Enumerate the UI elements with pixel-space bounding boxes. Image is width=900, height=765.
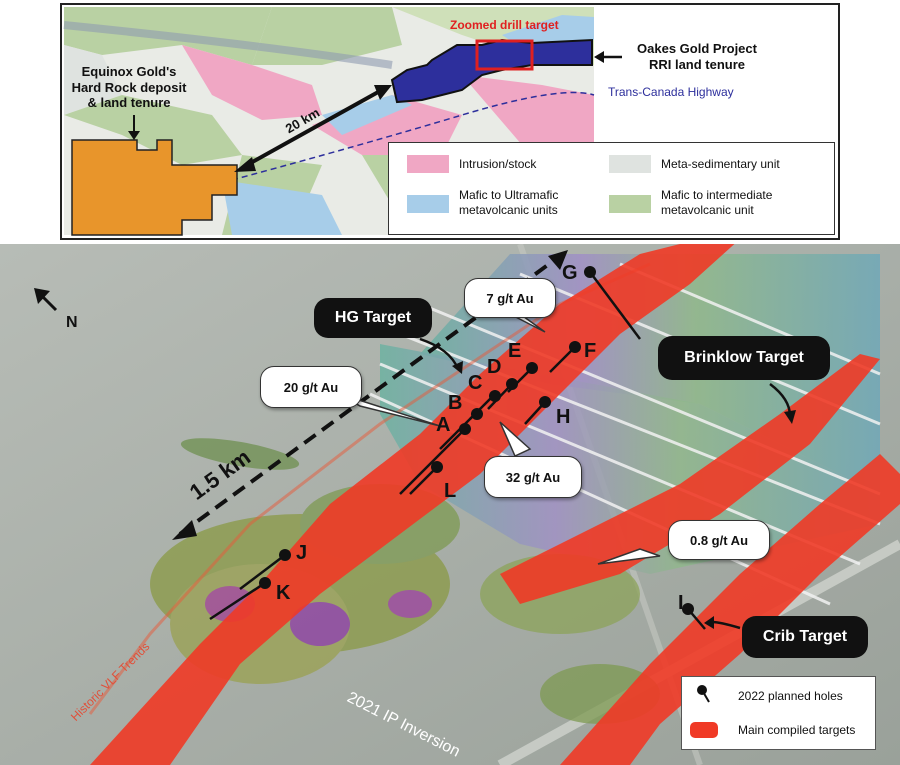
crib-target-callout: Crib Target [742, 616, 868, 658]
distance-arrow [246, 89, 381, 167]
hole-c-marker [489, 390, 501, 402]
drill-target-graphic [0, 244, 900, 765]
hole-label-i: I [678, 592, 684, 614]
mafic-ultramafic-label: Mafic to Ultramafic metavolcanic units [459, 188, 558, 218]
oakes-project-label: Oakes Gold Project RRI land tenure [627, 41, 767, 72]
metasediment-swatch [609, 155, 651, 173]
mafic-ultramafic-swatch [407, 195, 449, 213]
equinox-label: Equinox Gold's Hard Rock deposit & land … [64, 64, 194, 111]
compiled-target-hg [90, 244, 735, 765]
hole-label-c: C [468, 372, 483, 394]
mafic-intermediate-swatch [609, 195, 651, 213]
oakes-land-tenure [390, 38, 593, 104]
mafic-intermediate-label: Mafic to intermediate metavolcanic unit [661, 188, 772, 218]
grade-callout-7: 7 g/t Au [464, 278, 556, 318]
brinklow-target-callout: Brinklow Target [658, 336, 830, 380]
hg-target-callout: HG Target [314, 298, 432, 338]
planned-holes-label: 2022 planned holes [738, 689, 843, 703]
hole-label-h: H [556, 406, 571, 428]
scale-bar [172, 250, 568, 540]
zoom-target-label: Zoomed drill target [450, 18, 559, 32]
mafic-intermediate-line2: metavolcanic unit [661, 203, 754, 217]
hole-label-e: E [508, 340, 522, 362]
hole-a-marker [459, 423, 471, 435]
compiled-target-brinklow [500, 354, 880, 604]
hole-h-marker [539, 396, 551, 408]
hole-b-marker [471, 408, 483, 420]
hole-d-marker [506, 378, 518, 390]
zoom-box [475, 39, 534, 71]
equinox-label-line1: Equinox Gold's [81, 64, 177, 79]
compiled-target-swatch [690, 722, 718, 738]
drill-legend-symbols [690, 685, 718, 738]
oakes-label-line1: Oakes Gold Project [637, 41, 757, 56]
hole-i-marker [682, 603, 694, 615]
equinox-label-line3: & land tenure [87, 95, 171, 111]
hole-label-f: F [584, 340, 597, 362]
hole-label-a: A [436, 414, 451, 436]
intrusion-label: Intrusion/stock [459, 157, 537, 171]
grade-callout-20: 20 g/t Au [260, 366, 362, 408]
hole-e-marker [526, 362, 538, 374]
hole-k-marker [259, 577, 271, 589]
compiled-target-crib [560, 454, 900, 765]
metasediment-label: Meta-sedimentary unit [661, 157, 780, 171]
hole-f-marker [569, 341, 581, 353]
oakes-label-line2: RRI land tenure [648, 56, 746, 72]
north-label: N [66, 314, 78, 331]
intrusion-swatch [407, 155, 449, 173]
equinox-label-line2: Hard Rock deposit [71, 79, 187, 95]
planned-hole-markers [259, 266, 694, 615]
hole-label-k: K [276, 582, 291, 604]
grade-callout-32: 32 g/t Au [484, 456, 582, 498]
mafic-ultramafic-line1: Mafic to Ultramafic [459, 188, 559, 202]
hole-j-marker [279, 549, 291, 561]
mafic-intermediate-line1: Mafic to intermediate [661, 188, 773, 202]
hole-g-marker [584, 266, 596, 278]
hole-label-d: D [487, 356, 502, 378]
geology-legend: Intrusion/stock Meta-sedimentary unit Ma… [388, 142, 835, 235]
hole-label-g: G [562, 262, 578, 284]
hole-label-b: B [448, 392, 463, 414]
grade-callout-0-8: 0.8 g/t Au [668, 520, 770, 560]
equinox-land-tenure [71, 139, 238, 236]
drill-target-map: N 1.5 km 2021 IP Inversion Historic VLF … [0, 244, 900, 765]
north-arrow [34, 288, 58, 312]
compiled-targets-label: Main compiled targets [738, 723, 856, 737]
highway-label: Trans-Canada Highway [608, 85, 734, 99]
mafic-ultramafic-line2: metavolcanic units [459, 203, 558, 217]
drill-legend: 2022 planned holes Main compiled targets [681, 676, 876, 750]
location-inset-map: Zoomed drill target Oakes Gold Project R… [60, 3, 840, 240]
hole-l-marker [431, 461, 443, 473]
hole-label-j: J [296, 542, 308, 564]
hole-label-l: L [444, 480, 457, 502]
